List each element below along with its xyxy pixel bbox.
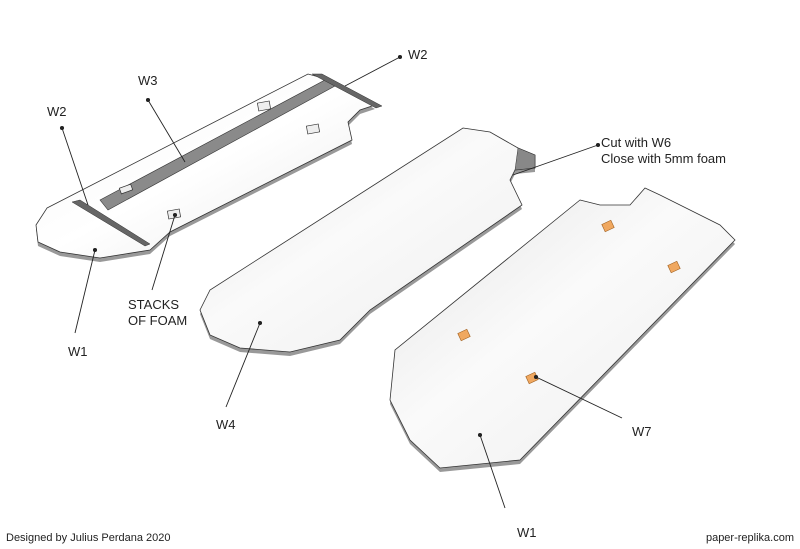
- foam-stack: [305, 123, 321, 135]
- foam-stack: [118, 183, 134, 195]
- label-w1-left: W1: [68, 344, 88, 359]
- stacks-line-2: OF FOAM: [128, 313, 188, 328]
- cut-line-1: Cut with W6: [601, 135, 672, 150]
- foam-pad-w7: [457, 219, 681, 385]
- cut-line-2: Close with 5mm foam: [601, 151, 726, 166]
- stacks-line-1: STACKS: [128, 297, 180, 312]
- label-w3: W3: [138, 73, 158, 88]
- label-cut-note: Cut with W6 Close with 5mm foam: [601, 135, 726, 167]
- wing-piece-w1-left: [35, 73, 383, 262]
- footer-site: paper-replika.com: [705, 532, 794, 544]
- label-w2-left: W2: [47, 104, 67, 119]
- rib-w2-right: [311, 73, 383, 109]
- label-w2-right: W2: [408, 47, 428, 62]
- label-w1-right: W1: [517, 525, 537, 540]
- foam-stack: [256, 100, 272, 112]
- label-w7: W7: [632, 424, 652, 439]
- wing-piece-w4: [199, 127, 536, 356]
- label-w4: W4: [216, 417, 236, 432]
- label-stacks-of-foam: STACKS OF FOAM: [128, 297, 187, 329]
- leader-lines: [59, 54, 623, 509]
- footer-credit: Designed by Julius Perdana 2020: [6, 532, 171, 544]
- rib-w2-left: [71, 199, 151, 247]
- wing-piece-w1-right: [389, 187, 736, 472]
